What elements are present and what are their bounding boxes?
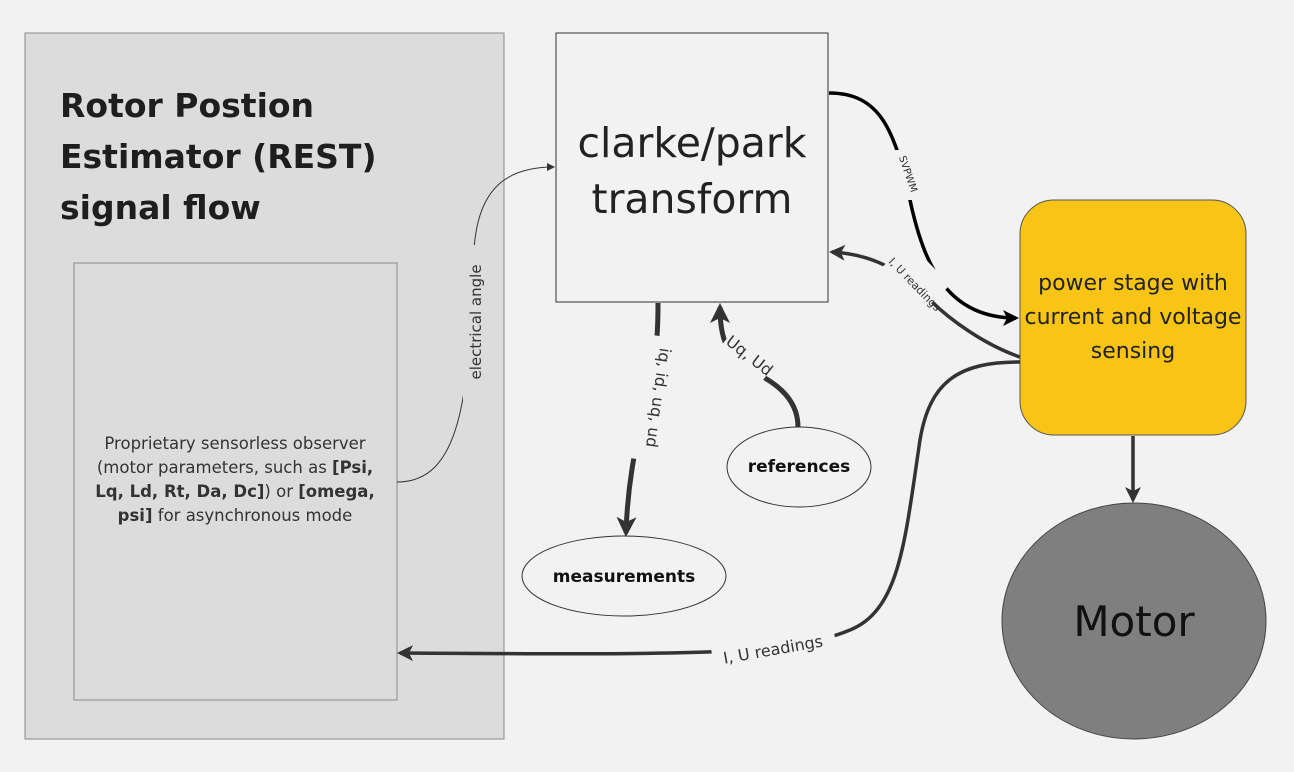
iu-small-label-bg	[872, 241, 951, 320]
iu-readings-large-connector	[397, 360, 1021, 662]
observer-description: Proprietary sensorless observer (motor p…	[82, 432, 388, 528]
motor-ellipse	[1001, 502, 1267, 740]
svpwm-label-bg	[891, 150, 915, 200]
uq-label-bg	[716, 322, 782, 386]
clarke-park-label: clarke/park transform	[577, 119, 807, 223]
observer-box	[73, 262, 398, 701]
measurements-label: measurements	[552, 567, 696, 587]
clarke-park-box	[555, 32, 829, 303]
observer-params-psi: [Psi, Lq, Ld, Rt, Da, Dc]	[95, 458, 374, 501]
electrical-angle-label-bg	[463, 245, 487, 405]
svpwm-connector	[828, 91, 1019, 326]
motor-label: Motor	[1073, 597, 1195, 646]
iu-large-label-bg	[709, 621, 839, 677]
observer-text-2: ) or	[264, 482, 299, 501]
references-label: references	[747, 457, 851, 477]
power-stage-box	[1019, 199, 1247, 436]
electrical-angle-label: electrical angle	[467, 264, 485, 379]
observer-text-3: for asynchronous mode	[152, 506, 353, 525]
power-stage-label: power stage with current and voltage sen…	[1024, 271, 1242, 364]
observer-text-1: Proprietary sensorless observer (motor p…	[96, 434, 366, 477]
iq-label-bg	[621, 333, 675, 462]
rest-title: Rotor Postion Estimator (REST) signal fl…	[60, 86, 377, 227]
observer-params-omega: [omega, psi]	[117, 482, 375, 525]
